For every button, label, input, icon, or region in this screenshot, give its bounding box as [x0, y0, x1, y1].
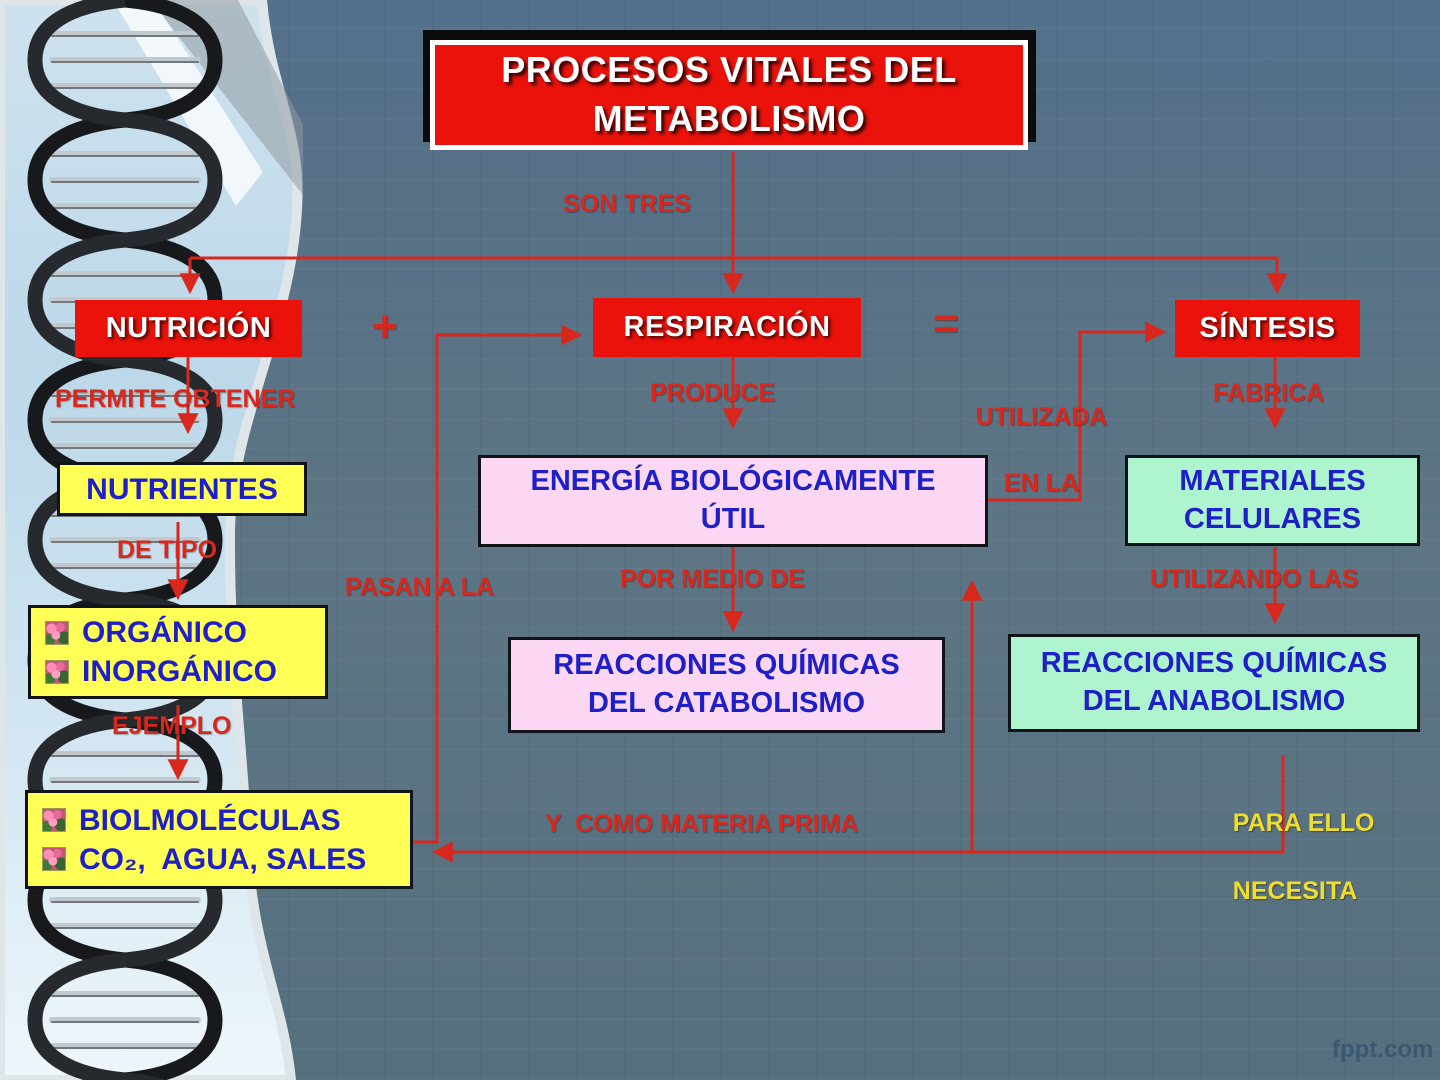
materiales-line-2: CELULARES [1183, 502, 1362, 535]
label-para-ello-necesita: PARA ELLO NECESITA [1205, 772, 1375, 942]
watermark: fppt.com [1332, 1036, 1434, 1063]
tipo-organico: ORGÁNICO [82, 616, 247, 649]
list-item: BIOLMOLÉCULAS [42, 801, 341, 840]
label-de-tipo: DE TIPO [117, 536, 218, 564]
anabolismo-line-1: REACCIONES QUÍMICAS [1040, 647, 1388, 680]
box-respiracion: RESPIRACIÓN [593, 298, 861, 357]
box-nutricion: NUTRICIÓN [75, 300, 302, 357]
flower-bullet-icon [42, 847, 66, 871]
label-ejemplo: EJEMPLO [112, 712, 232, 740]
flower-bullet-icon [45, 659, 69, 684]
box-materiales-celulares: MATERIALES CELULARES [1125, 455, 1420, 546]
slide-title: PROCESOS VITALES DEL METABOLISMO [430, 40, 1028, 150]
tipo-inorganico: INORGÁNICO [82, 655, 277, 688]
box-catabolismo: REACCIONES QUÍMICAS DEL CATABOLISMO [508, 637, 945, 733]
catabolismo-line-2: DEL CATABOLISMO [587, 687, 866, 719]
title-line-2: METABOLISMO [592, 98, 866, 139]
flower-bullet-icon [42, 808, 66, 832]
biomoleculas-line: BIOLMOLÉCULAS [79, 803, 341, 837]
label-y-como-materia-prima: Y COMO MATERIA PRIMA [545, 810, 859, 838]
label-para-ello-line-1: PARA ELLO [1232, 809, 1375, 837]
label-pasan-a-la: PASAN A LA [345, 573, 495, 601]
label-utilizada-line-2: EN LA [1003, 469, 1079, 497]
materiales-line-1: MATERIALES [1179, 464, 1366, 497]
co2-agua-sales-line: CO₂, AGUA, SALES [79, 842, 367, 876]
flower-bullet-icon [45, 620, 69, 645]
label-por-medio-de: POR MEDIO DE [620, 565, 805, 593]
list-item: ORGÁNICO [45, 613, 247, 652]
box-energia-util: ENERGÍA BIOLÓGICAMENTE ÚTIL [478, 455, 988, 547]
label-utilizando-las: UTILIZANDO LAS [1150, 565, 1359, 593]
label-fabrica: FABRICA [1213, 379, 1325, 407]
label-para-ello-line-2: NECESITA [1232, 877, 1358, 905]
energia-line-1: ENERGÍA BIOLÓGICAMENTE [530, 465, 936, 498]
plus-sign: + [372, 302, 398, 351]
label-produce: PRODUCE [650, 379, 776, 407]
box-anabolismo: REACCIONES QUÍMICAS DEL ANABOLISMO [1008, 634, 1420, 732]
catabolismo-line-1: REACCIONES QUÍMICAS [553, 649, 900, 682]
title-line-1: PROCESOS VITALES DEL [501, 49, 957, 91]
list-item: INORGÁNICO [45, 652, 277, 691]
anabolismo-line-2: DEL ANABOLISMO [1082, 685, 1346, 717]
label-permite-obtener: PERMITE OBTENER [55, 385, 296, 413]
equals-sign: = [933, 299, 959, 348]
label-utilizada-line-1: UTILIZADA [975, 403, 1108, 431]
list-item: CO₂, AGUA, SALES [42, 840, 366, 879]
label-utilizada-en-la: UTILIZADA EN LA [945, 368, 1110, 533]
box-sintesis: SÍNTESIS [1175, 300, 1360, 357]
energia-line-2: ÚTIL [700, 503, 766, 535]
box-organico-inorganico: ORGÁNICO INORGÁNICO [28, 605, 328, 699]
box-biomoleculas: BIOLMOLÉCULAS CO₂, AGUA, SALES [25, 790, 413, 889]
box-nutrientes: NUTRIENTES [57, 462, 307, 516]
label-son-tres: SON TRES [563, 190, 691, 218]
